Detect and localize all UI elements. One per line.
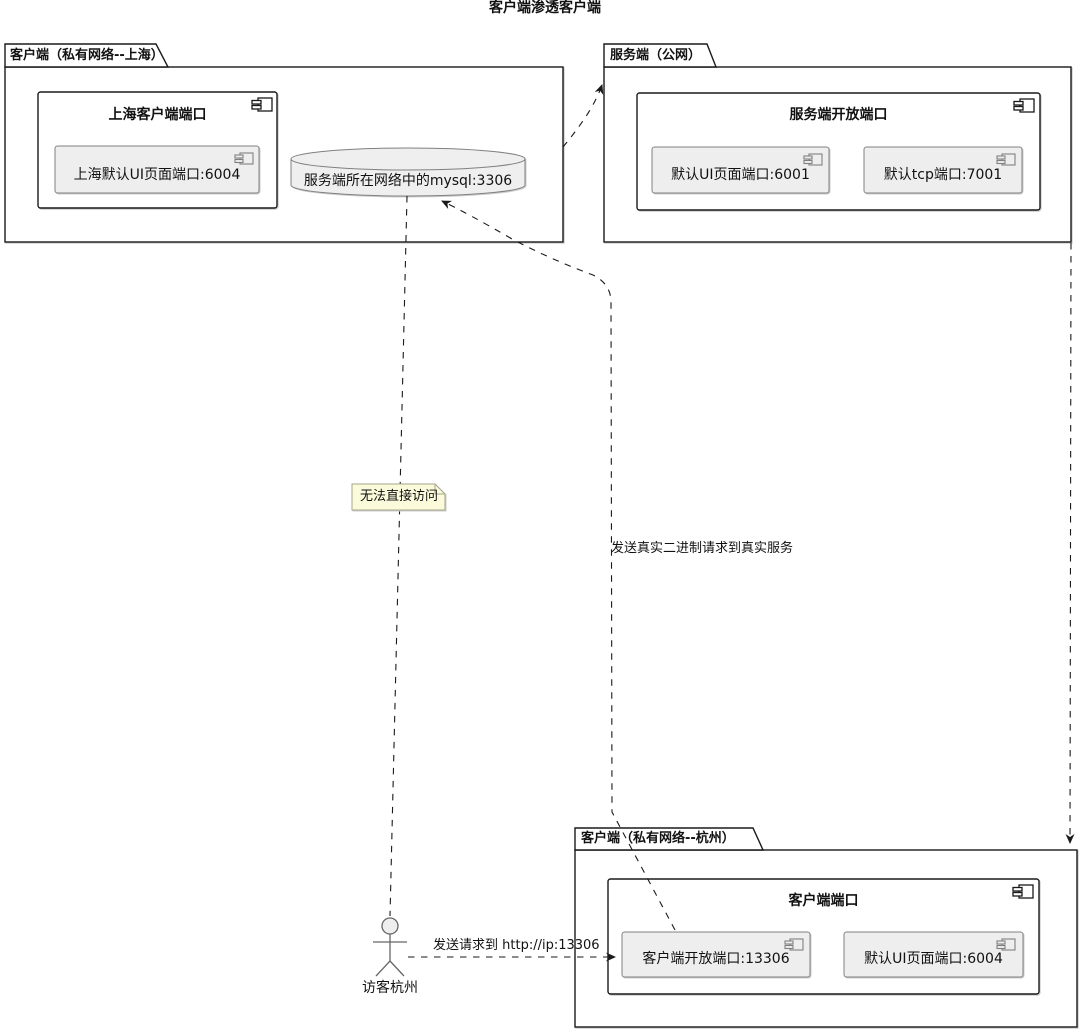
component-server-title: 服务端开放端口 — [789, 107, 888, 123]
component-shanghai-title: 上海客户端端口 — [108, 107, 207, 123]
port-hangzhou-open-13306 — [621, 931, 811, 978]
port-label-hangzhou-ui-6004: 默认UI页面端口:6004 — [864, 951, 1003, 967]
component-icon — [784, 938, 804, 951]
edge-label-binary-request: 发送真实二进制请求到真实服务 — [611, 541, 794, 556]
port-label-shanghai-ui-6004: 上海默认UI页面端口:6004 — [73, 167, 241, 183]
actor-label: 访客杭州 — [362, 980, 418, 996]
port-label-hangzhou-open-13306: 客户端开放端口:13306 — [642, 951, 790, 967]
component-icon — [1013, 98, 1035, 113]
package-server-label: 服务端（公网） — [610, 48, 702, 63]
component-icon — [251, 97, 273, 112]
port-hangzhou-ui-6004 — [843, 931, 1024, 978]
edge-label-request-13306: 发送请求到 http://ip:13306 — [433, 938, 600, 953]
component-hangzhou-title: 客户端端口 — [788, 893, 859, 909]
database-cylinder — [290, 147, 526, 197]
database-label: 服务端所在网络中的mysql:3306 — [303, 173, 513, 189]
package-hangzhou-label: 客户端（私有网络--杭州） — [581, 831, 735, 846]
edge-visitor-to-mysql — [389, 195, 408, 917]
actor-figure — [373, 917, 407, 977]
edge-shanghai-to-server — [562, 84, 604, 148]
component-icon — [996, 153, 1016, 166]
diagram-title: 客户端渗透客户端 — [489, 0, 601, 16]
component-icon — [996, 938, 1016, 951]
port-server-ui-6001 — [651, 146, 830, 194]
note-shape — [351, 483, 446, 511]
package-shanghai-label: 客户端（私有网络--上海） — [10, 48, 164, 63]
component-icon — [1012, 884, 1034, 899]
note-text: 无法直接访问 — [360, 489, 439, 504]
port-label-server-ui-6001: 默认UI页面端口:6001 — [671, 167, 810, 183]
edge-server-to-hangzhou — [1065, 242, 1075, 844]
port-shanghai-ui-6004 — [54, 145, 260, 194]
component-icon — [234, 152, 254, 165]
port-label-server-tcp-7001: 默认tcp端口:7001 — [883, 167, 1003, 183]
edge-client-port-to-mysql — [441, 200, 676, 931]
port-server-tcp-7001 — [863, 146, 1023, 194]
component-icon — [803, 153, 823, 166]
